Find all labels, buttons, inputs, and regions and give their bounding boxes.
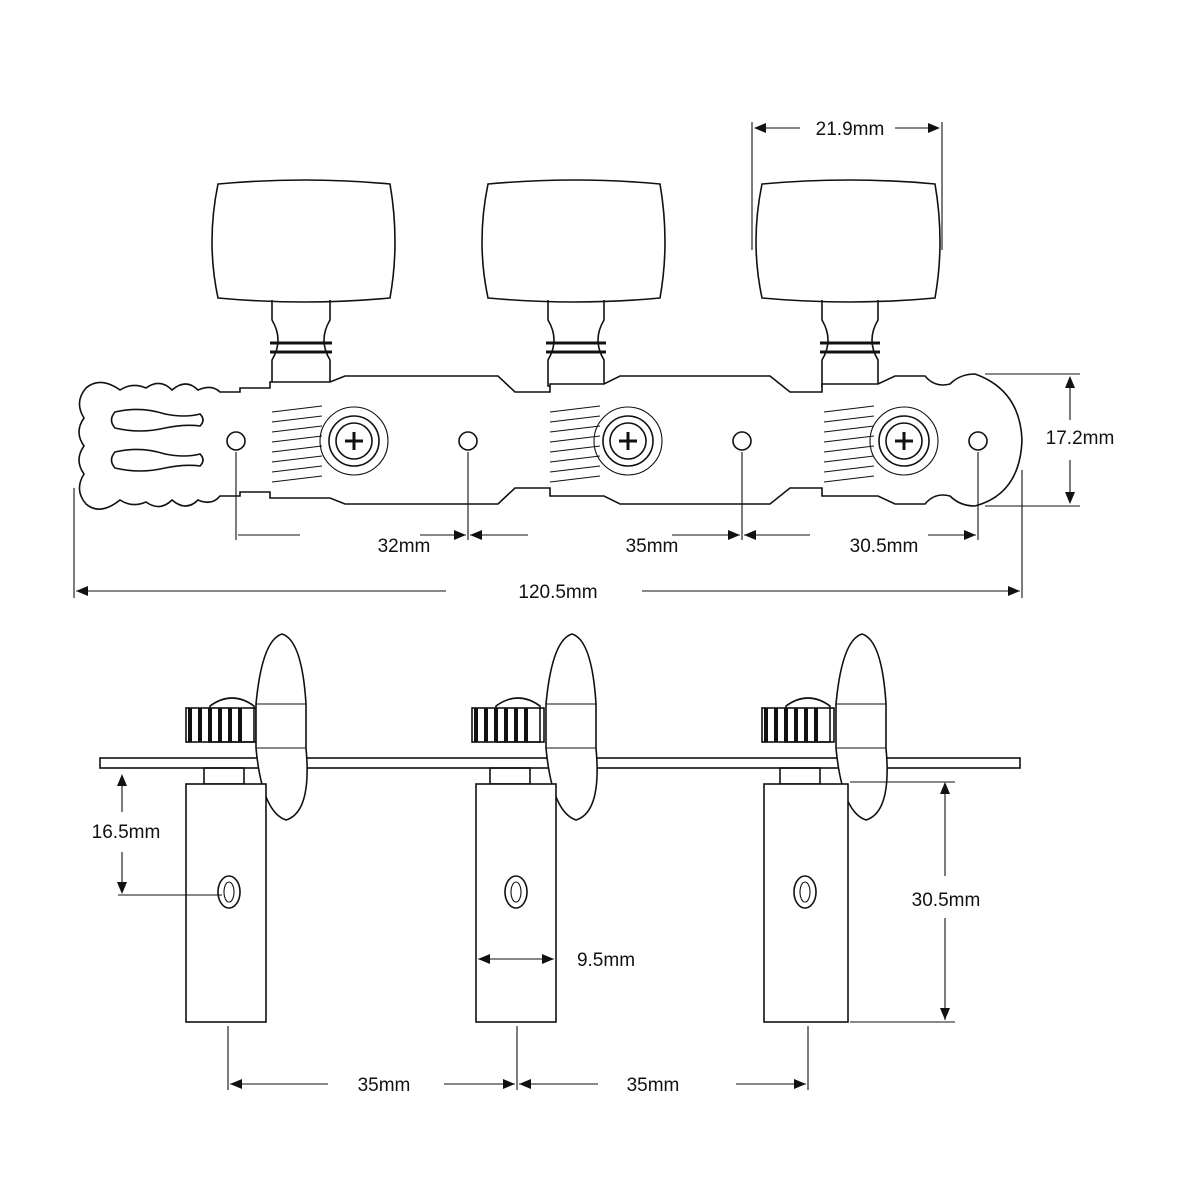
dimension-roller-spacings: 35mm 35mm [227, 1026, 809, 1096]
label-roller-length: 30.5mm [912, 890, 981, 911]
dimension-hole-height: 16.5mm [92, 774, 222, 896]
tuner-button-2 [481, 179, 666, 387]
label-hole-spacing-1: 32mm [378, 536, 431, 557]
dimension-roller-length: 30.5mm [850, 781, 981, 1023]
side-tuner-1 [185, 633, 308, 1023]
label-roller-spacing-2: 35mm [627, 1075, 680, 1096]
label-plate-height: 17.2mm [1046, 428, 1115, 449]
side-tuner-2 [471, 633, 598, 1023]
dimension-roller-width: 9.5mm [478, 950, 635, 971]
dimension-plate-height: 17.2mm [985, 373, 1115, 507]
label-hole-spacing-2: 35mm [626, 536, 679, 557]
tuner-button-1 [211, 179, 396, 387]
dimension-hole-spacings: 32mm 35mm 30.5mm [235, 452, 979, 557]
label-roller-width: 9.5mm [577, 950, 635, 971]
label-hole-spacing-3: 30.5mm [850, 536, 919, 557]
label-button-width: 21.9mm [816, 119, 885, 140]
side-tuner-3 [761, 633, 888, 1023]
dimension-overall-length: 120.5mm [73, 470, 1023, 603]
label-roller-spacing-1: 35mm [358, 1075, 411, 1096]
label-hole-height: 16.5mm [92, 822, 161, 843]
tuner-button-3 [755, 179, 941, 387]
top-view: 21.9mm 17.2mm [73, 119, 1115, 603]
side-view: 16.5mm 9.5mm 30.5mm [92, 633, 1021, 1096]
label-overall-length: 120.5mm [518, 582, 597, 603]
dimension-button-width: 21.9mm [751, 119, 943, 250]
